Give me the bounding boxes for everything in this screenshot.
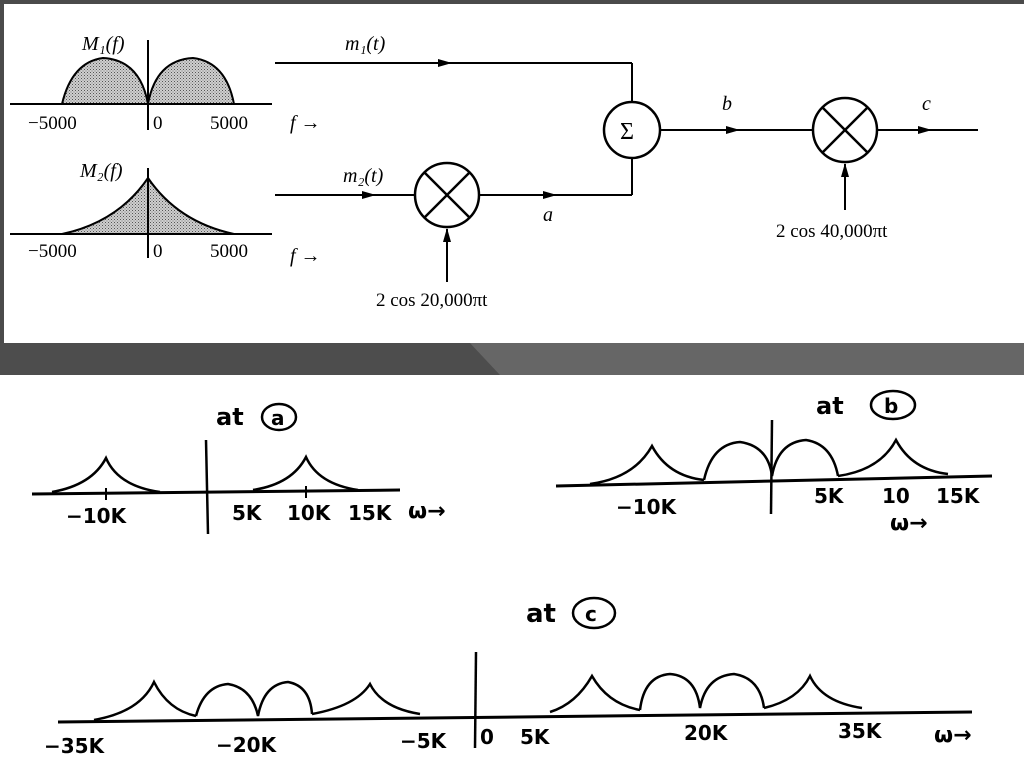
m1-tick-zero: 0 xyxy=(153,113,163,134)
at-c-tick-neg20k: −20K xyxy=(216,733,278,757)
at-b-axis-label: ω→ xyxy=(890,511,928,536)
m2-tick-neg5000: −5000 xyxy=(28,241,77,262)
at-c-neg-center-lobes xyxy=(194,680,314,717)
at-c-axis-label: ω→ xyxy=(934,723,972,748)
summer-symbol: Σ xyxy=(620,119,634,145)
m1-axis-label: f → xyxy=(290,112,321,134)
at-c-axis xyxy=(57,710,973,724)
at-c-tick-5k: 5K xyxy=(520,725,551,749)
node-c-label: c xyxy=(922,93,931,115)
at-b-marker-circle xyxy=(869,389,917,421)
m1-spectrum-label: M₁(f) xyxy=(81,33,125,55)
at-a-axis xyxy=(31,488,401,496)
at-b-center-lobes xyxy=(702,438,840,481)
at-b-axis xyxy=(555,474,993,488)
carrier-2-label: 2 cos 40,000πt xyxy=(776,221,888,242)
m1-spectrum: M₁(f) −5000 0 5000 f → xyxy=(10,33,321,134)
m2-signal-label: m₂(t) xyxy=(343,165,384,187)
at-c-pos-outer-peak xyxy=(763,673,863,710)
at-c-tick-neg35k: −35K xyxy=(44,734,106,758)
m1-arrowhead xyxy=(438,59,452,67)
carrier-1-arrowhead xyxy=(443,228,451,242)
carrier-2-arrowhead xyxy=(841,163,849,177)
mixer-1 xyxy=(413,161,481,229)
at-c-marker: c xyxy=(585,602,597,626)
at-c-title: at xyxy=(526,599,556,629)
at-c-neg-outer-peak xyxy=(93,679,197,722)
at-a-tick-15k: 15K xyxy=(348,501,393,525)
m2-spectrum: M₂(f) −5000 0 5000 f → xyxy=(10,160,321,267)
at-a-title: at xyxy=(216,403,244,431)
m1-tick-neg5000: −5000 xyxy=(28,113,77,134)
at-c-tick-neg5k: −5K xyxy=(400,729,448,753)
at-b-marker: b xyxy=(884,394,898,418)
carrier-1-label: 2 cos 20,000πt xyxy=(376,290,488,311)
at-b-tick-15k: 15K xyxy=(936,484,981,508)
at-c-tick-20k: 20K xyxy=(684,721,729,745)
node-b-label: b xyxy=(722,93,732,115)
at-c-vertical xyxy=(473,651,478,749)
at-a-right-peak xyxy=(252,454,359,492)
divider-band xyxy=(0,343,1024,375)
at-b-right-peak xyxy=(837,437,949,478)
m2-spectrum-label: M₂(f) xyxy=(79,160,123,182)
frame-top-border xyxy=(0,0,1024,4)
at-a-tick-neg10k: −10K xyxy=(66,504,128,528)
at-b-left-peak xyxy=(589,443,705,486)
at-c-marker-circle xyxy=(571,596,617,630)
at-c-tick-35k: 35K xyxy=(838,719,883,743)
at-c-pos-center-lobes xyxy=(638,672,766,711)
at-b-tick-5k: 5K xyxy=(814,484,845,508)
frame-left-border xyxy=(0,0,4,343)
at-b-tick-neg10k: −10K xyxy=(616,495,678,519)
m2-tick-5000: 5000 xyxy=(210,241,248,262)
at-b-title: at xyxy=(816,392,844,420)
node-c-arrowhead xyxy=(918,126,932,134)
at-a-left-peak xyxy=(51,455,161,494)
m2-arrowhead xyxy=(362,191,376,199)
at-c-neg-inner-peak xyxy=(311,681,421,716)
at-a-vertical xyxy=(204,439,210,535)
m2-tick-zero: 0 xyxy=(153,241,163,262)
sketch-at-a: at a −10K 5K 10K 15K ω→ xyxy=(31,402,446,535)
node-a-label: a xyxy=(543,204,553,226)
block-diagram: m₁(t) m₂(t) 2 cos 20,000πt a Σ b xyxy=(275,33,978,311)
at-a-marker-circle xyxy=(260,402,298,432)
at-c-pos-inner-peak xyxy=(549,673,641,714)
at-b-tick-10: 10 xyxy=(882,484,910,508)
at-a-axis-label: ω→ xyxy=(408,499,446,524)
at-a-tick-10k: 10K xyxy=(287,501,332,525)
sketch-at-c: at c −35K −20K −5K 0 5K 20K 35K ω→ xyxy=(44,596,973,758)
at-a-tick-5k: 5K xyxy=(232,501,263,525)
m1-shaded-lobes xyxy=(60,56,236,105)
node-a-arrowhead xyxy=(543,191,557,199)
at-b-vertical xyxy=(769,419,774,515)
m2-axis-label: f → xyxy=(290,245,321,267)
sketch-at-b: at b −10K 5K 10 15K ω→ xyxy=(555,389,993,536)
m1-tick-5000: 5000 xyxy=(210,113,248,134)
node-b-arrowhead xyxy=(726,126,740,134)
mixer-2 xyxy=(811,96,879,164)
m1-signal-label: m₁(t) xyxy=(345,33,386,55)
at-a-marker: a xyxy=(271,406,285,430)
summer: Σ xyxy=(602,100,662,160)
figure-frame xyxy=(0,0,1024,343)
at-c-tick-0: 0 xyxy=(480,725,494,749)
